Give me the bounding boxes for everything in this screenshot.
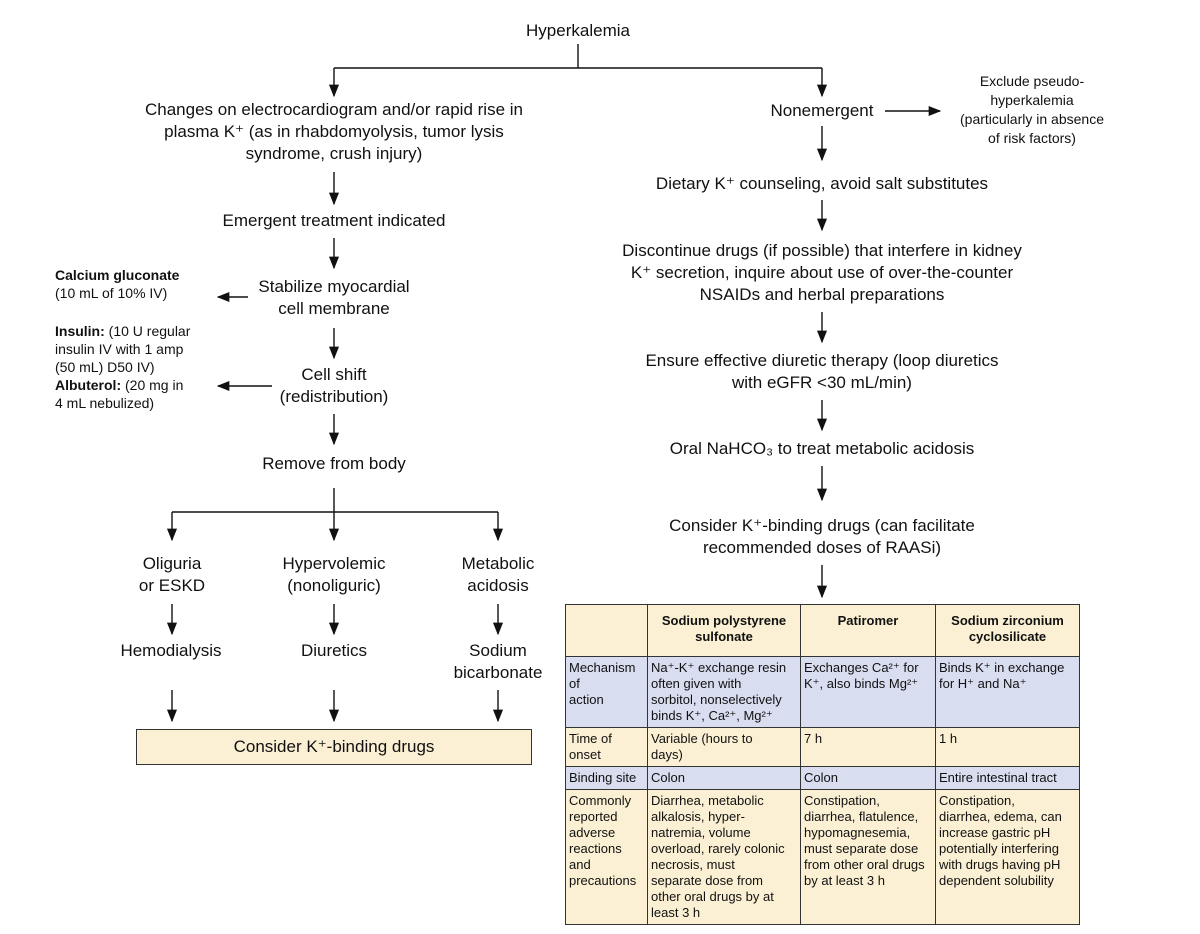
insulin-label: Insulin: (55, 323, 105, 339)
table-cell: Constipation, diarrhea, edema, can incre… (935, 789, 1080, 925)
insulin-albuterol-note: Insulin: (10 U regular insulin IV with 1… (55, 322, 190, 412)
cell-shift-node: Cell shift (redistribution) (279, 365, 389, 406)
table-cell: 7 h (800, 727, 936, 767)
albuterol-dose-1: (20 mg in (121, 377, 184, 393)
calcium-gluconate-label: Calcium gluconate (55, 267, 180, 283)
table-row: Binding site Colon Colon Entire intestin… (565, 766, 1080, 790)
branch-treatment-bicarbonate: Sodium bicarbonate (453, 641, 543, 682)
nonemergent-node: Nonemergent (770, 101, 874, 120)
branch-treatment-diuretics: Diuretics (300, 641, 368, 660)
table-cell: 1 h (935, 727, 1080, 767)
step-consider-binding-drugs: Consider K⁺-binding drugs (can facilitat… (669, 516, 975, 557)
step-dietary-counseling: Dietary K⁺ counseling, avoid salt substi… (655, 174, 989, 193)
table-cell: Entire intestinal tract (935, 766, 1080, 790)
albuterol-dose-2: 4 mL nebulized) (55, 395, 155, 411)
table-cell: Binds K⁺ in exchange for H⁺ and Na⁺ (935, 656, 1080, 728)
branch-condition-hypervolemic: Hypervolemic (nonoliguric) (282, 554, 386, 595)
albuterol-label: Albuterol: (55, 377, 122, 393)
table-cell: Diarrhea, metabolic alkalosis, hyper- na… (647, 789, 801, 925)
table-cell: Commonly reported adverse reactions and … (565, 789, 648, 925)
calcium-gluconate-dose: (10 mL of 10% IV) (55, 285, 168, 301)
calcium-gluconate-note: Calcium gluconate (10 mL of 10% IV) (55, 266, 179, 302)
table-cell: Colon (647, 766, 801, 790)
branch-condition-oliguria: Oliguria or ESKD (138, 554, 206, 595)
table-header-cell: Sodium polystyrene sulfonate (647, 604, 801, 657)
step-discontinue-drugs: Discontinue drugs (if possible) that int… (622, 241, 1022, 304)
branch-treatment-hemodialysis: Hemodialysis (120, 641, 222, 660)
consider-binding-drugs-box: Consider K⁺-binding drugs (136, 729, 532, 765)
table-row: Commonly reported adverse reactions and … (565, 789, 1080, 925)
table-cell: Time of onset (565, 727, 648, 767)
emergent-treatment-node: Emergent treatment indicated (222, 211, 446, 230)
emergent-trigger-node: Changes on electrocardiogram and/or rapi… (145, 100, 523, 163)
table-header-cell: Sodium zirconium cyclosilicate (935, 604, 1080, 657)
stabilize-membrane-node: Stabilize myocardial cell membrane (258, 277, 410, 318)
insulin-dose-1: (10 U regular (104, 323, 191, 339)
insulin-dose-2: insulin IV with 1 amp (50 mL) D50 IV) (55, 341, 184, 375)
remove-from-body-node: Remove from body (262, 454, 406, 473)
table-cell: Exchanges Ca²⁺ for K⁺, also binds Mg²⁺ (800, 656, 936, 728)
table-cell: Binding site (565, 766, 648, 790)
step-diuretic-therapy: Ensure effective diuretic therapy (loop … (645, 351, 999, 392)
root-node-hyperkalemia: Hyperkalemia (526, 21, 630, 40)
table-header-cell: Patiromer (800, 604, 936, 657)
table-cell: Constipation, diarrhea, flatulence, hypo… (800, 789, 936, 925)
exclude-pseudohyperkalemia-note: Exclude pseudo- hyperkalemia (particular… (960, 73, 1104, 146)
table-row: Time of onset Variable (hours to days) 7… (565, 727, 1080, 767)
branch-condition-acidosis: Metabolic acidosis (461, 554, 535, 595)
table-row: Mechanism of action Na⁺-K⁺ exchange resi… (565, 656, 1080, 728)
table-cell: Variable (hours to days) (647, 727, 801, 767)
table-header-cell (565, 604, 648, 657)
table-cell: Colon (800, 766, 936, 790)
table-cell: Na⁺-K⁺ exchange resin often given with s… (647, 656, 801, 728)
step-oral-nahco3: Oral NaHCO₃ to treat metabolic acidosis (669, 439, 975, 458)
table-header-row: Sodium polystyrene sulfonate Patiromer S… (565, 604, 1080, 657)
table-cell: Mechanism of action (565, 656, 648, 728)
binding-drugs-comparison-table: Sodium polystyrene sulfonate Patiromer S… (565, 604, 1080, 925)
